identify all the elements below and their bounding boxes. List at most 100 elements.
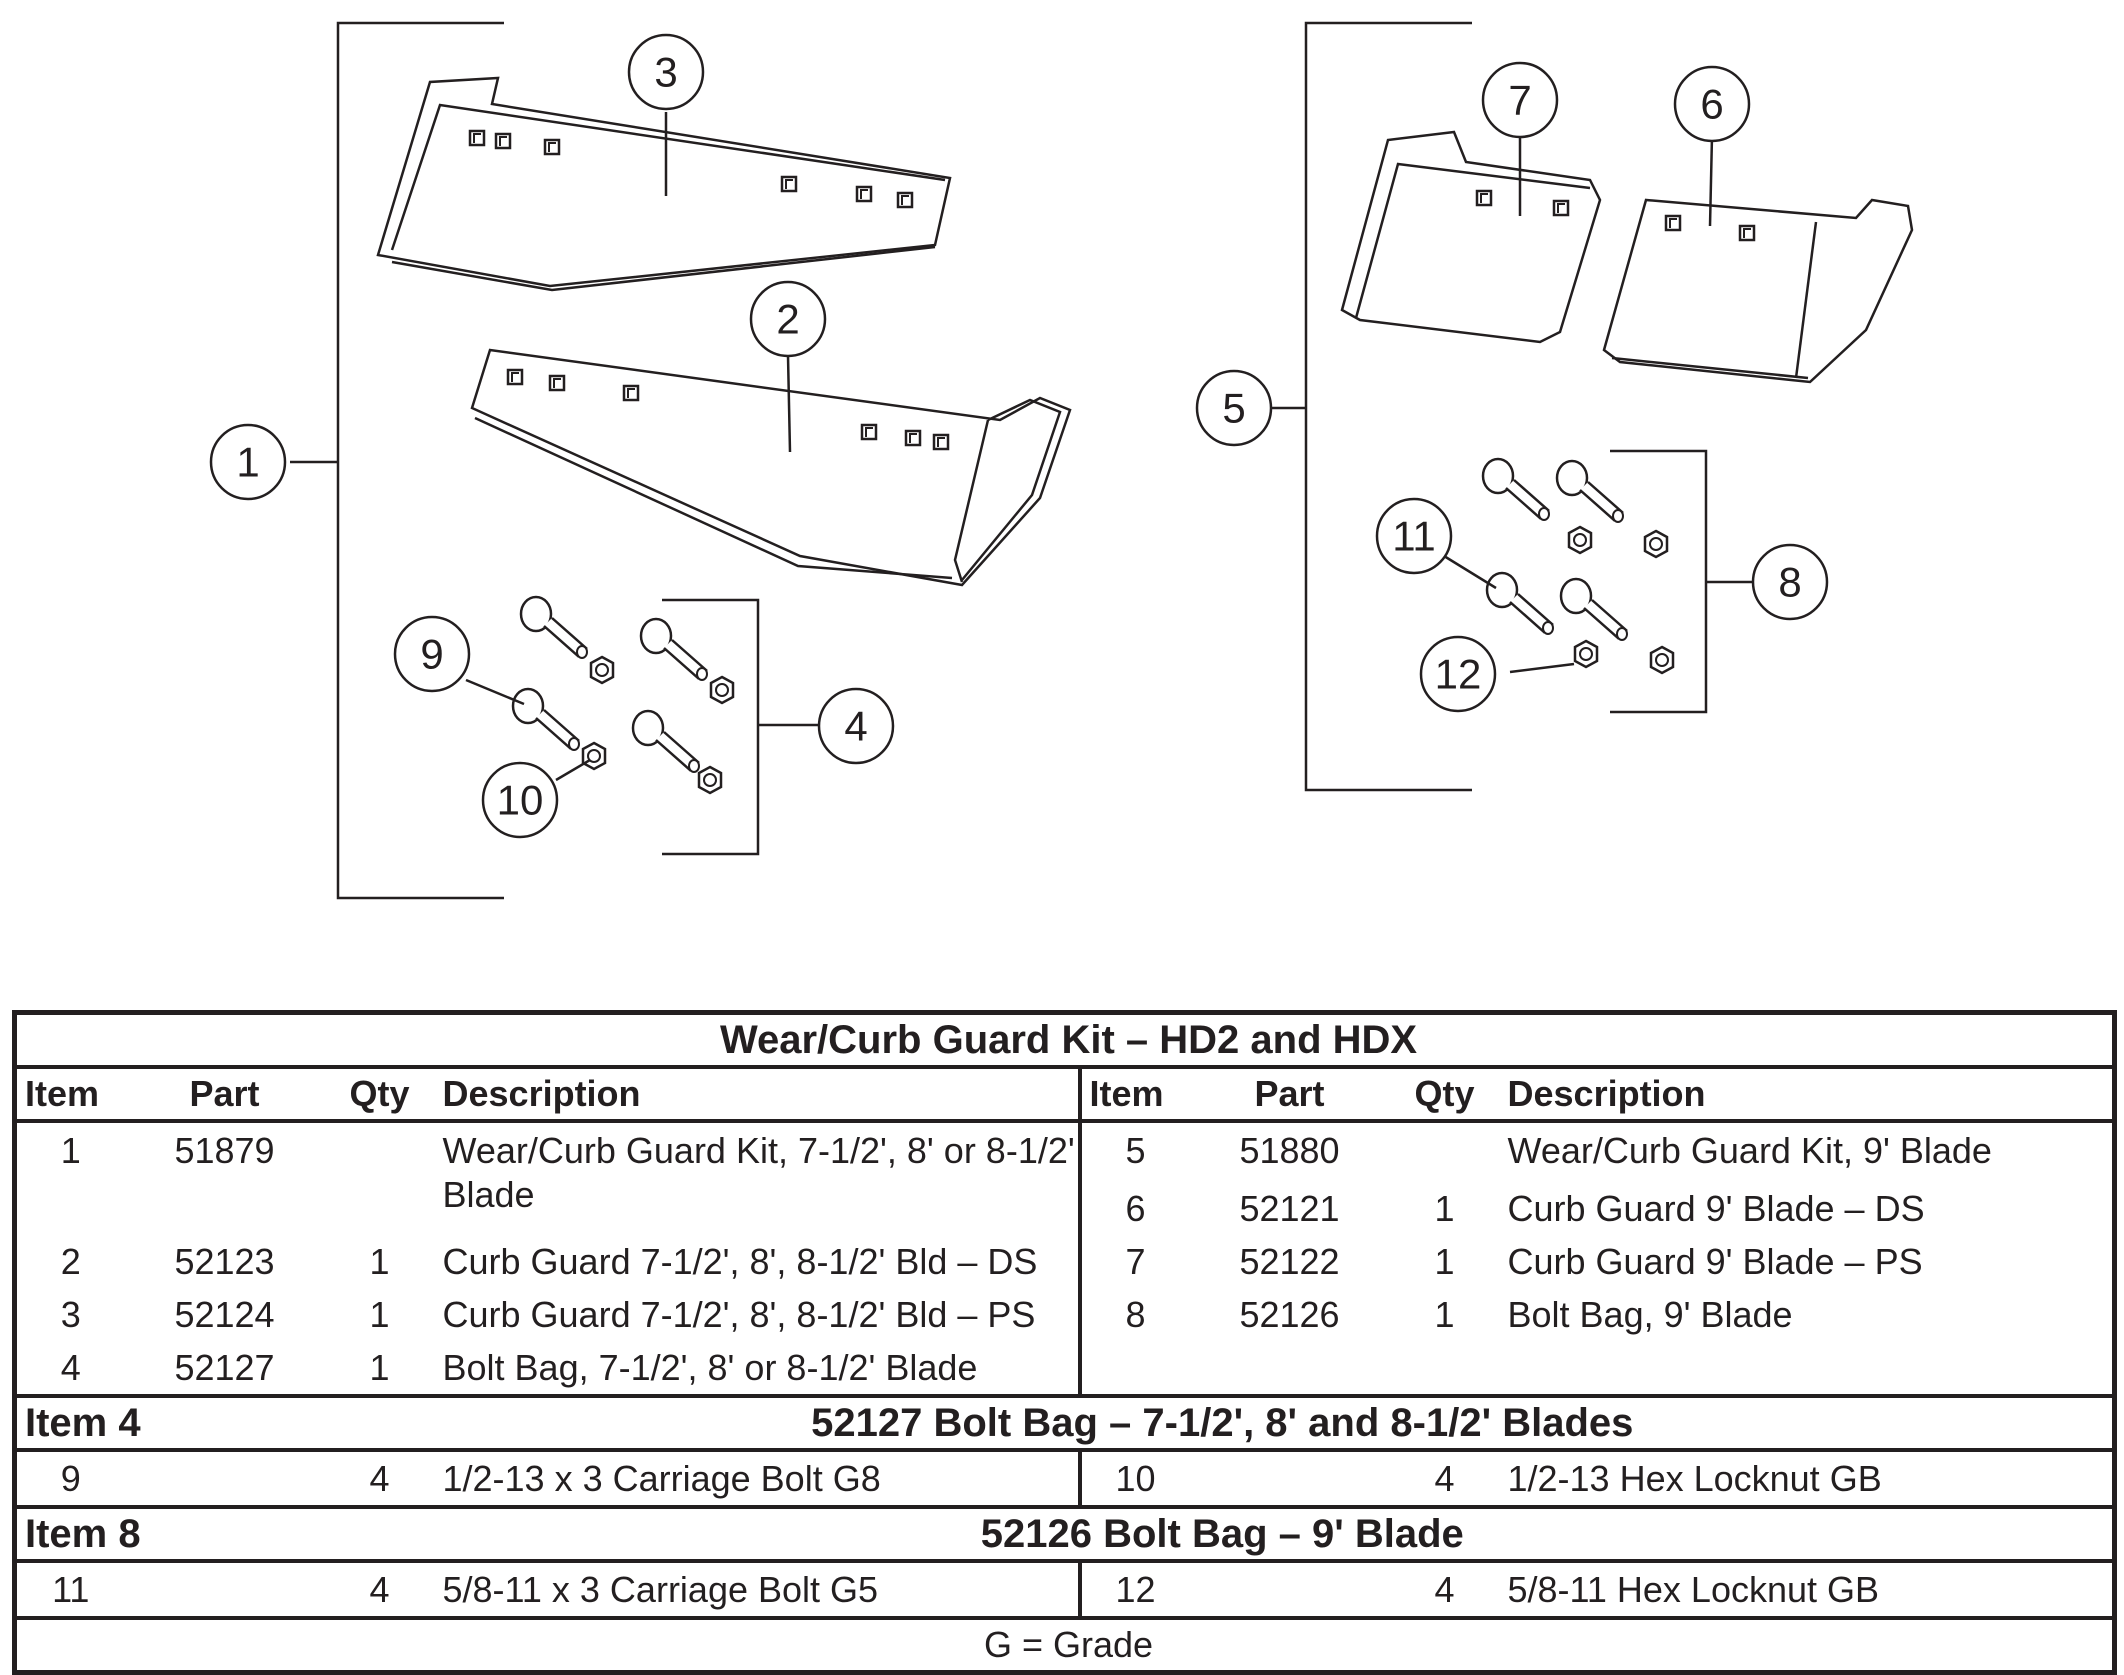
callout-5-label: 5 <box>1222 385 1245 432</box>
cell-description: 1/2-13 x 3 Carriage Bolt G8 <box>434 1450 1082 1507</box>
cell-part: 52123 <box>174 1240 275 1282</box>
callout-9-label: 9 <box>420 631 443 678</box>
section-title: 52126 Bolt Bag – 9' Blade <box>324 1505 2115 1563</box>
section-header-row: Item 8 52126 Bolt Bag – 9' Blade <box>14 1505 2115 1563</box>
table-row: 1 51879 Wear/Curb Guard Kit, 7-1/2', 8' … <box>15 1121 2115 1235</box>
callout-4-label: 4 <box>844 703 867 750</box>
callout-8-label: 8 <box>1778 559 1801 606</box>
cell-part: 52127 <box>174 1346 275 1388</box>
cell-item: 11 <box>52 1568 90 1610</box>
callout-6-label: 6 <box>1700 81 1723 128</box>
cell-item: 9 <box>60 1457 81 1499</box>
curb-guard-9-ds-part <box>1602 198 1914 384</box>
cell-item: 8 <box>1125 1293 1146 1335</box>
cell-qty: 4 <box>1434 1568 1455 1610</box>
cell-description: Wear/Curb Guard Kit, 9' Blade <box>1507 1130 1992 1171</box>
cell-part: 51879 <box>174 1130 275 1171</box>
cell-part: 52121 <box>1239 1187 1340 1229</box>
kit-5-bracket <box>1304 21 1472 792</box>
cell-qty: 4 <box>369 1457 390 1499</box>
callout-7: 7 <box>1481 61 1559 139</box>
header-qty: Qty <box>1389 1067 1500 1123</box>
callout-5: 5 <box>1195 369 1273 447</box>
cell-description: Bolt Bag, 7-1/2', 8' or 8-1/2' Blade <box>434 1341 1082 1396</box>
bolt-bag-8-bracket <box>1610 449 1708 714</box>
callout-1: 1 <box>209 423 287 501</box>
curb-guard-9-ps-part <box>1340 130 1602 344</box>
cell-description: 5/8-11 Hex Locknut GB <box>1507 1568 1880 1610</box>
curb-guard-ps-part <box>376 76 952 292</box>
cell-qty: 1 <box>1434 1293 1455 1335</box>
cell-item: 7 <box>1125 1240 1146 1282</box>
cell-qty: 4 <box>1434 1457 1455 1499</box>
cell-item: 6 <box>1125 1187 1146 1229</box>
callout-9: 9 <box>393 615 471 693</box>
table-row: 9 4 1/2-13 x 3 Carriage Bolt G8 10 4 1/2… <box>15 1450 2115 1507</box>
callout-2-label: 2 <box>776 296 799 343</box>
note-row: G = Grade <box>14 1616 2115 1673</box>
callout-2: 2 <box>749 280 827 358</box>
table-header-row: Item Part Qty Description Item Part Qty … <box>14 1067 2115 1123</box>
cell-qty: 1 <box>1434 1187 1455 1229</box>
bolt-bag-4-bracket <box>662 598 760 856</box>
cell-item: 10 <box>1115 1457 1156 1499</box>
cell-item: 1 <box>60 1130 81 1171</box>
cell-item: 5 <box>1125 1130 1146 1171</box>
cell-item: 12 <box>1115 1568 1156 1610</box>
cell-description: Wear/Curb Guard Kit, 7-1/2', 8' or 8-1/2… <box>434 1121 1082 1235</box>
cell-qty <box>1390 1121 1500 1182</box>
table-row: 2 52123 1 Curb Guard 7-1/2', 8', 8-1/2' … <box>15 1235 2115 1288</box>
section-title: 52127 Bolt Bag – 7-1/2', 8' and 8-1/2' B… <box>324 1394 2115 1452</box>
callout-1-label: 1 <box>236 439 259 486</box>
header-part: Part <box>1189 1067 1390 1123</box>
callout-3-label: 3 <box>654 49 677 96</box>
cell-qty <box>325 1121 435 1182</box>
header-qty: Qty <box>324 1067 435 1123</box>
section-label: Item 8 <box>14 1505 325 1563</box>
header-description: Description <box>434 1067 1082 1123</box>
callout-11: 11 <box>1375 497 1453 575</box>
bolt-bag-8-hardware <box>1481 457 1675 675</box>
cell-item: 3 <box>60 1293 81 1335</box>
cell-description: 5/8-11 x 3 Carriage Bolt G5 <box>434 1561 1082 1618</box>
callout-10: 10 <box>481 761 559 839</box>
cell-description: 1/2-13 Hex Locknut GB <box>1507 1457 1882 1499</box>
section-header-row: Item 4 52127 Bolt Bag – 7-1/2', 8' and 8… <box>14 1394 2115 1452</box>
callout-12-label: 12 <box>1435 651 1482 698</box>
cell-description: Bolt Bag, 9' Blade <box>1507 1293 1793 1335</box>
callout-7-label: 7 <box>1508 77 1531 124</box>
callout-3: 3 <box>627 33 705 111</box>
cell-qty: 1 <box>369 1293 390 1335</box>
table-row: 11 4 5/8-11 x 3 Carriage Bolt G5 12 4 5/… <box>15 1561 2115 1618</box>
callout-4: 4 <box>817 687 895 765</box>
cell-description: Curb Guard 7-1/2', 8', 8-1/2' Bld – DS <box>434 1235 1082 1288</box>
table-row: 6 52121 1 Curb Guard 9' Blade – DS <box>15 1182 2115 1235</box>
callout-6: 6 <box>1673 65 1751 143</box>
cell-qty: 1 <box>369 1346 390 1388</box>
callout-11-label: 11 <box>1392 513 1436 560</box>
table-row: 3 52124 1 Curb Guard 7-1/2', 8', 8-1/2' … <box>15 1288 2115 1341</box>
cell-description: Curb Guard 9' Blade – PS <box>1507 1240 1923 1282</box>
callout-10-label: 10 <box>497 777 544 824</box>
table-row: 4 52127 1 Bolt Bag, 7-1/2', 8' or 8-1/2'… <box>15 1341 2115 1396</box>
cell-qty: 1 <box>369 1240 390 1282</box>
curb-guard-ds-part <box>470 348 1072 587</box>
cell-part: 52124 <box>174 1293 275 1335</box>
cell-item: 2 <box>60 1240 81 1282</box>
table-title: Wear/Curb Guard Kit – HD2 and HDX <box>14 1012 2115 1069</box>
header-part: Part <box>124 1067 325 1123</box>
cell-description: Curb Guard 7-1/2', 8', 8-1/2' Bld – PS <box>434 1288 1082 1341</box>
exploded-parts-diagram: 1 2 3 4 5 6 7 8 9 10 11 12 <box>209 21 1914 900</box>
cell-qty: 4 <box>369 1568 390 1610</box>
cell-part: 52126 <box>1239 1293 1340 1335</box>
section-label: Item 4 <box>14 1394 325 1452</box>
table-title-row: Wear/Curb Guard Kit – HD2 and HDX <box>14 1012 2115 1069</box>
parts-table: Wear/Curb Guard Kit – HD2 and HDX Item P… <box>12 1010 2118 1675</box>
header-description: Description <box>1499 1067 2115 1123</box>
header-item: Item <box>14 1067 125 1123</box>
grade-note: G = Grade <box>14 1616 2115 1673</box>
kit-1-bracket <box>336 21 504 900</box>
cell-item: 4 <box>60 1346 81 1388</box>
header-item: Item <box>1079 1067 1190 1123</box>
cell-part: 51880 <box>1239 1130 1340 1171</box>
